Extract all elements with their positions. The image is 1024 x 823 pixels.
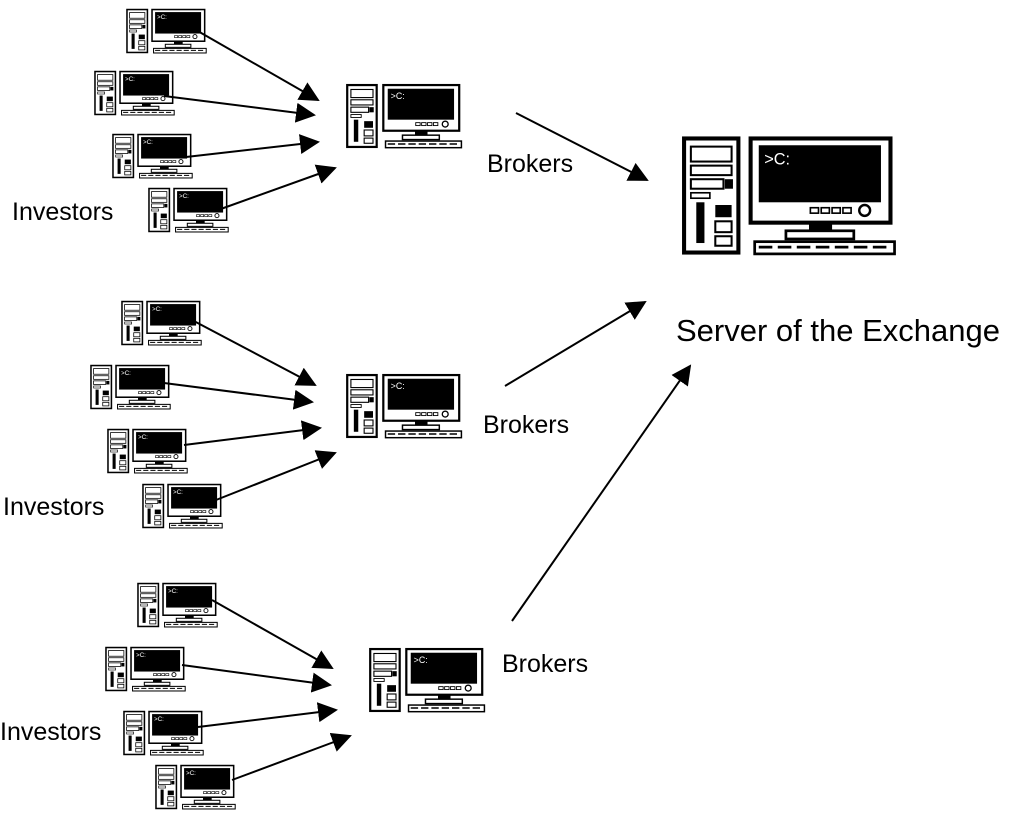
brokers-label: Brokers xyxy=(483,411,570,439)
connection-arrow xyxy=(511,364,692,622)
broker-computer-icon xyxy=(345,373,463,440)
connection-arrow xyxy=(231,732,352,781)
investors-label: Investors xyxy=(12,198,114,226)
connection-arrow xyxy=(197,702,338,728)
investor-computer-icon xyxy=(90,364,171,410)
investor-computer-icon xyxy=(105,646,186,692)
connection-arrow xyxy=(217,164,337,211)
connection-arrow xyxy=(181,664,332,693)
investor-computer-icon xyxy=(112,133,193,179)
connection-arrow xyxy=(515,112,649,181)
connection-arrow xyxy=(195,29,320,101)
connection-arrow xyxy=(163,95,316,123)
investor-computer-icon xyxy=(155,764,236,810)
investor-computer-icon xyxy=(107,428,188,474)
investors-label: Investors xyxy=(3,493,105,521)
investor-computer-icon xyxy=(123,710,204,756)
investor-computer-icon xyxy=(142,483,223,529)
brokers-label: Brokers xyxy=(487,150,574,178)
investor-computer-icon xyxy=(121,300,202,346)
investor-computer-icon xyxy=(126,8,207,54)
connection-arrow xyxy=(183,420,322,446)
investor-computer-icon xyxy=(137,582,218,628)
connection-arrow xyxy=(163,382,314,410)
investors-label: Investors xyxy=(0,718,102,746)
broker-computer-icon xyxy=(368,647,486,714)
exchange-server-icon xyxy=(684,138,894,253)
connection-arrow xyxy=(211,599,334,669)
connection-arrow xyxy=(215,450,337,501)
connection-arrow xyxy=(191,319,317,386)
server-label: Server of the Exchange xyxy=(676,313,1000,348)
connection-arrow xyxy=(504,300,647,387)
investor-computer-icon xyxy=(148,187,229,233)
broker-computer-icon xyxy=(345,83,463,150)
brokers-label: Brokers xyxy=(502,650,589,678)
connection-arrow xyxy=(185,134,320,158)
investor-computer-icon xyxy=(94,70,175,116)
